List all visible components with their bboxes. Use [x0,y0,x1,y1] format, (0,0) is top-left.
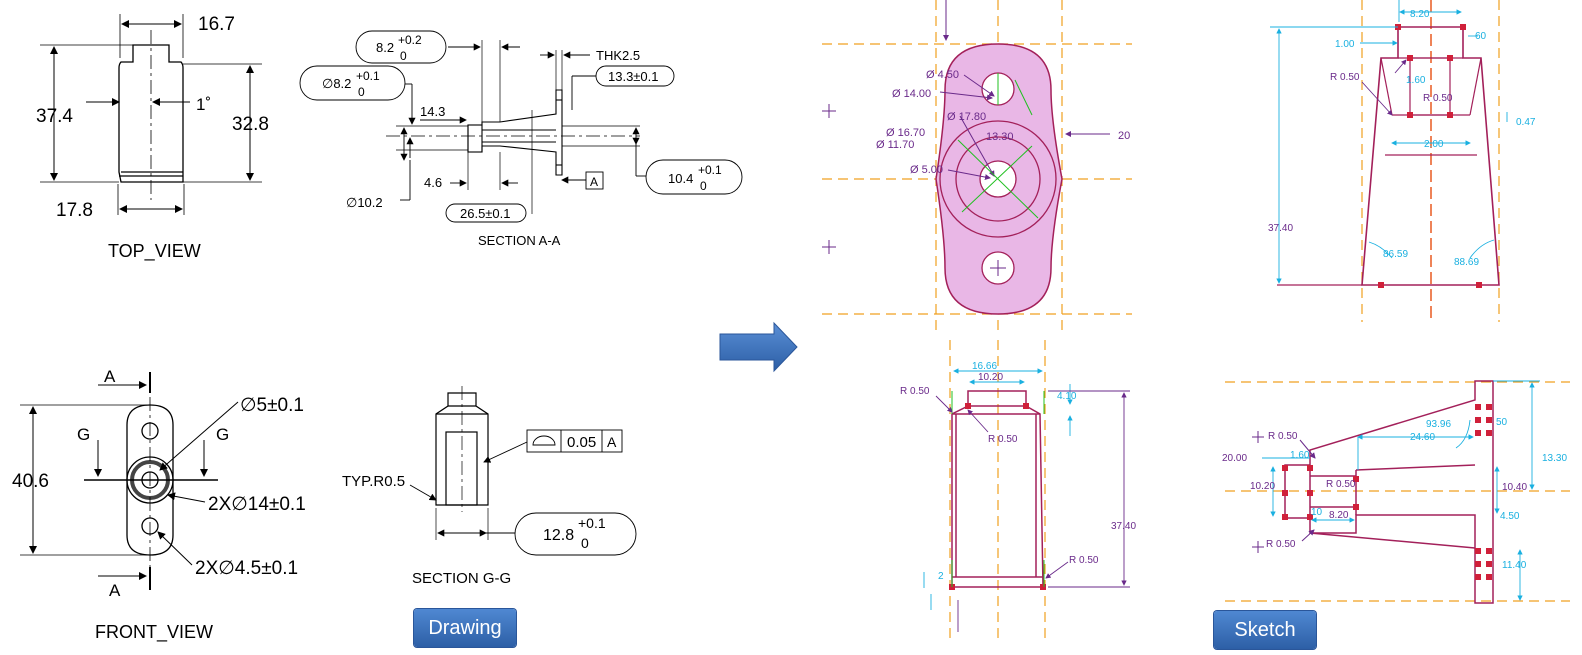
top-view-dim-32-8: 32.8 [232,114,269,135]
sketch-top-dia-5-00: Ø 5.00 [910,164,943,176]
sketch-profile-dim-10: 10 [1311,507,1323,518]
section-a-a-dim-14-3: 14.3 [420,104,445,119]
top-view-dim-angle: 1˚ [196,95,211,114]
sketch-profile-dim-11-40: 11.40 [1502,560,1527,571]
section-a-a-dim-dia-8-2-tol-dn: 0 [358,85,365,99]
sketch-section-dim-10-20: 10.20 [978,372,1003,383]
section-a-a-dim-13-3: 13.3±0.1 [608,69,659,84]
front-view-title: FRONT_VIEW [95,622,213,643]
sketch-profile-dim-4-50: 4.50 [1500,511,1520,522]
sketch-side-dim-2-00: 2.00 [1424,139,1444,150]
section-a-a-dim-26-5: 26.5±0.1 [460,206,511,221]
section-a-a-dim-8-2: 8.2 [376,40,394,55]
sketch-top-dia-16-70: Ø 16.70 [886,127,925,139]
sketch-profile-radius-a: R 0.50 [1268,431,1298,442]
sketch-top-dim-20: 20 [1118,130,1130,142]
sketch-side-radius-a: R 0.50 [1330,72,1360,83]
section-a-a-dim-8-2-tol-dn: 0 [400,49,407,63]
sketch-top-dim-13-30: 13.30 [986,131,1014,143]
section-a-a-dim-4-6: 4.6 [424,175,442,190]
section-a-a-dim-dia-10-2: ∅10.2 [346,195,383,210]
sketch-profile-dim-10-20: 10.20 [1250,481,1275,492]
sketch-profile-dim-13-30: 13.30 [1542,453,1567,464]
section-g-g-title: SECTION G-G [412,570,511,587]
section-a-a-dim-10-4: 10.4 [668,171,693,186]
front-view-dim-d4-5: 2X∅4.5±0.1 [195,558,298,579]
sketch-top-dia-11-70: Ø 11.70 [876,139,914,151]
sketch-section-dim-16-66: 16.66 [972,361,997,372]
sketch-top-dia-4-50: Ø 4.50 [926,69,959,81]
sketch-side-dim-1-60: 1.60 [1406,75,1426,86]
sketch-top-view [822,0,1132,330]
top-view-title: TOP_VIEW [108,241,201,262]
sketch-side-angle-86-59: 86.59 [1383,249,1408,260]
sketch-side-dim-0-47: 0.47 [1516,117,1536,128]
section-a-a-dim-10-4-tol-dn: 0 [700,179,707,193]
sketch-profile-dim-8-20: 8.20 [1329,510,1349,521]
sketch-side-angle-88-69: 88.69 [1454,257,1479,268]
section-a-a-dim-dia-8-2: ∅8.2 [322,76,351,91]
sketch-revolve-profile [1225,380,1570,604]
sketch-top-dia-17-80: Ø 17.80 [947,111,986,123]
sketch-profile-radius-b: R 0.50 [1326,479,1356,490]
section-g-g-dim-12-8: 12.8 [543,527,574,544]
section-a-a-dim-dia-8-2-tol-up: +0.1 [356,69,380,83]
sketch-section-radius-b: R 0.50 [988,434,1018,445]
section-a-a-dim-thk: THK2.5 [596,48,640,63]
sketch-label-tag: Sketch [1214,611,1316,649]
front-view-section-g-right: G [216,425,229,444]
section-g-g-dim-12-8-tol-up: +0.1 [578,515,606,531]
section-g-g-datum: A [607,434,617,450]
section-g-g-tolerance: 0.05 [567,434,596,451]
front-view-section-g-left: G [77,425,90,444]
sketch-profile-dim-24-60: 24.60 [1410,432,1435,443]
section-g-g-typ: TYP.R0.5 [342,473,405,490]
sketch-side-radius-b: R 0.50 [1423,93,1453,104]
sketch-section-radius-c: R 0.50 [1069,555,1099,566]
sketch-top-dia-14-00: Ø 14.00 [892,88,931,100]
conversion-arrow [719,321,798,373]
sketch-profile-dim-50: 50 [1496,417,1508,428]
sketch-section-radius-a: R 0.50 [900,386,930,397]
front-view-dim-40-6: 40.6 [12,471,49,492]
sketch-profile-dim-20-00: 20.00 [1222,453,1247,464]
sketch-side-view [1270,0,1508,322]
front-view [20,372,239,590]
top-view [40,14,262,215]
section-a-a-title: SECTION A-A [478,233,561,248]
top-view-dim-17-8: 17.8 [56,200,93,221]
front-view-section-a-bottom: A [109,581,121,600]
front-view-dim-hole: ∅5±0.1 [240,395,304,416]
top-view-dim-16-7: 16.7 [198,14,235,35]
section-g-g-dim-12-8-tol-dn: 0 [581,535,589,551]
sketch-profile-dim-10-40: 10.40 [1502,482,1527,493]
sketch-profile-dim-1-60: 1.60 [1290,450,1310,461]
sketch-section-dim-2: 2 [938,571,944,582]
sketch-side-dim-60: 60 [1475,31,1487,42]
sketch-section-view [923,340,1130,640]
section-a-a-dim-8-2-tol-up: +0.2 [398,33,422,47]
section-a-a-datum: A [590,175,598,189]
sketch-side-dim-8-20: 8.20 [1410,9,1430,20]
sketch-side-dim-37-40: 37.40 [1268,223,1293,234]
sketch-profile-radius-c: R 0.50 [1266,539,1296,550]
sketch-profile-dim-93-96: 93.96 [1426,419,1451,430]
section-g-g [409,386,637,556]
sketch-side-dim-1-00: 1.00 [1335,39,1355,50]
sketch-section-dim-4-10: 4.10 [1057,391,1077,402]
sketch-section-dim-37-40: 37.40 [1111,521,1136,532]
top-view-dim-37-4: 37.4 [36,106,73,127]
drawing-label-tag: Drawing [414,609,516,647]
section-a-a-dim-10-4-tol-up: +0.1 [698,163,722,177]
front-view-dim-d14: 2X∅14±0.1 [208,494,306,515]
section-a-a [299,30,743,223]
front-view-section-a-top: A [104,367,116,386]
